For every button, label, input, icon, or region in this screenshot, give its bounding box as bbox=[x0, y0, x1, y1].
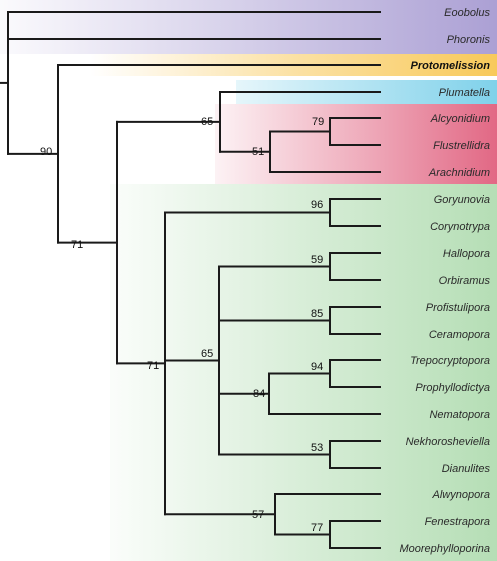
support-value-cryptostome: 84 bbox=[253, 388, 265, 400]
support-values: 90 71 65 51 79 71 96 65 59 85 84 94 53 5… bbox=[40, 116, 324, 534]
support-value-alcyonidium-flustrellidra: 79 bbox=[312, 116, 324, 128]
taxon-label-alwynopora: Alwynopora bbox=[432, 489, 490, 501]
taxon-label-moorephylloporina: Moorephylloporina bbox=[400, 543, 491, 555]
taxon-label-dianulites: Dianulites bbox=[442, 463, 491, 475]
support-value-ctenostome-inner: 51 bbox=[252, 146, 264, 158]
support-value-stenolaemates: 71 bbox=[147, 360, 159, 372]
taxon-label-plumatella: Plumatella bbox=[439, 87, 490, 99]
taxon-label-hallopora: Hallopora bbox=[443, 248, 490, 260]
taxon-label-alcyonidium: Alcyonidium bbox=[430, 113, 490, 125]
support-value-root: 90 bbox=[40, 146, 52, 158]
taxon-labels: Eoobolus Phoronis Protomelission Plumate… bbox=[400, 7, 491, 555]
tree-branches bbox=[0, 11, 381, 549]
taxon-label-ceramopora: Ceramopora bbox=[429, 329, 490, 341]
support-value-fenestrapora-moorephylloporina: 77 bbox=[311, 522, 323, 534]
taxon-label-trepocryptopora: Trepocryptopora bbox=[410, 355, 490, 367]
taxon-label-orbiramus: Orbiramus bbox=[439, 275, 491, 287]
support-value-nekhorosheviella-dianulites: 53 bbox=[311, 442, 323, 454]
taxon-label-protomelission: Protomelission bbox=[411, 60, 491, 72]
taxon-label-nematopora: Nematopora bbox=[429, 409, 490, 421]
taxon-label-arachnidium: Arachnidium bbox=[428, 167, 490, 179]
taxon-label-prophyllodictya: Prophyllodictya bbox=[415, 382, 490, 394]
support-value-goryunovia-corynotrypa: 96 bbox=[311, 199, 323, 211]
outgroup-highlight-band bbox=[0, 0, 497, 54]
support-value-ctenostomes: 65 bbox=[201, 116, 213, 128]
taxon-label-fenestrapora: Fenestrapora bbox=[425, 516, 490, 528]
taxon-label-corynotrypa: Corynotrypa bbox=[430, 221, 490, 233]
taxon-label-profistulipora: Profistulipora bbox=[426, 302, 490, 314]
support-value-profistulipora-ceramopora: 85 bbox=[311, 308, 323, 320]
support-value-trepocryptopora-prophyllodictya: 94 bbox=[311, 361, 323, 373]
support-value-fenestrate: 57 bbox=[252, 509, 264, 521]
support-value-stenolaemate-main: 65 bbox=[201, 348, 213, 360]
taxon-label-nekhorosheviella: Nekhorosheviella bbox=[406, 436, 490, 448]
support-value-bryozoa: 71 bbox=[71, 239, 83, 251]
support-value-hallopora-orbiramus: 59 bbox=[311, 254, 323, 266]
taxon-label-eoobolus: Eoobolus bbox=[444, 7, 490, 19]
taxon-label-phoronis: Phoronis bbox=[447, 34, 491, 46]
taxon-label-goryunovia: Goryunovia bbox=[434, 194, 490, 206]
taxon-label-flustrellidra: Flustrellidra bbox=[433, 140, 490, 152]
